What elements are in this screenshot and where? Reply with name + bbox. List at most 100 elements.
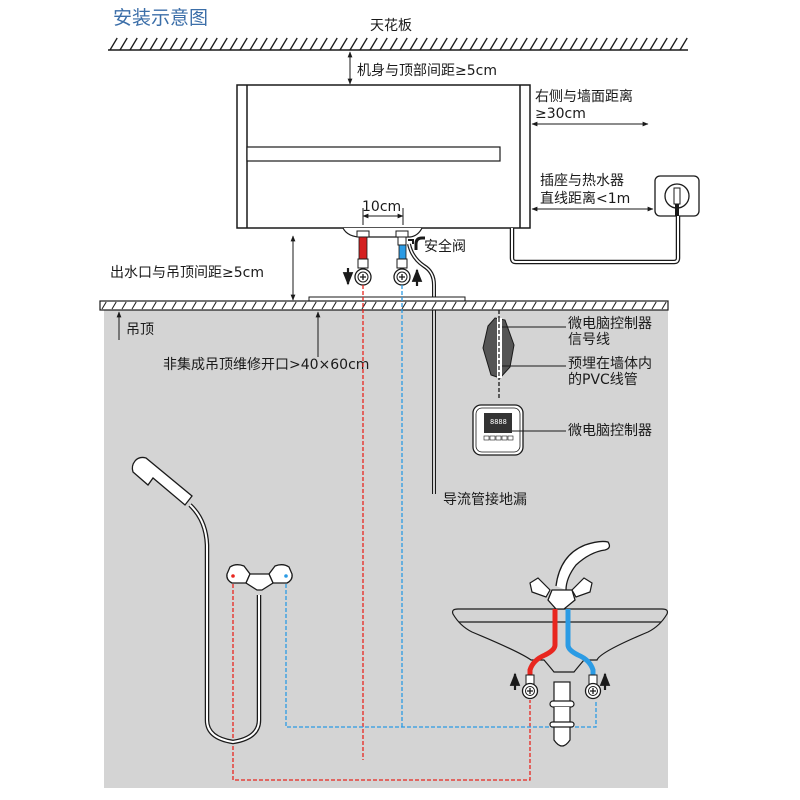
hot-indicator-icon [231, 574, 235, 578]
pvc-conduit [482, 317, 515, 379]
hatch-stroke [439, 37, 448, 51]
hatch-stroke [249, 37, 258, 51]
basin-cold-valve [584, 674, 602, 700]
hatch-stroke [559, 37, 568, 51]
right-clearance-label-2: ≥30cm [535, 106, 586, 122]
hatch-stroke [161, 301, 167, 310]
hatch-stroke [149, 37, 158, 51]
hatch-stroke [609, 37, 618, 51]
hatch-stroke [239, 37, 248, 51]
hatch-stroke [211, 301, 217, 310]
hatch-stroke [579, 37, 588, 51]
hatch-stroke [509, 37, 518, 51]
hatch-stroke [401, 301, 407, 310]
shower-mixer [226, 564, 293, 591]
hatch-stroke [299, 37, 308, 51]
water-heater [236, 84, 531, 238]
hatch-stroke [639, 37, 648, 51]
hatch-stroke [449, 37, 458, 51]
hatch-stroke [129, 37, 138, 51]
hatch-stroke [191, 301, 197, 310]
diagram-title: 安装示意图 [113, 7, 208, 29]
hatch-stroke [629, 37, 638, 51]
ceiling-label: 天花板 [370, 18, 412, 34]
hatch-stroke [261, 301, 267, 310]
wall-area [104, 310, 668, 788]
controller-label: 微电脑控制器 [568, 423, 652, 439]
hatch-stroke [551, 301, 557, 310]
hatch-stroke [619, 37, 628, 51]
hatch-stroke [659, 37, 668, 51]
hatch-stroke [589, 37, 598, 51]
hatch-stroke [501, 301, 507, 310]
hatch-stroke [601, 301, 607, 310]
hatch-stroke [209, 37, 218, 51]
hatch-stroke [481, 301, 487, 310]
hatch-stroke [451, 301, 457, 310]
hatch-stroke [491, 301, 497, 310]
hatch-stroke [229, 37, 238, 51]
power-socket [654, 175, 700, 217]
heater-display-strip [246, 146, 501, 162]
hatch-stroke [441, 301, 447, 310]
hatch-stroke [169, 37, 178, 51]
pvc-conduit-label-1: 预埋在墙体内 [568, 356, 652, 372]
maintenance-opening-label: 非集成吊顶维修开口>40×60cm [163, 356, 369, 373]
drain-trap [549, 681, 575, 747]
safety-valve-handle-icon [414, 236, 425, 250]
socket-distance-label-2: 直线距离<1m [540, 190, 630, 207]
hatch-stroke [469, 37, 478, 51]
hatch-stroke [461, 301, 467, 310]
hatch-stroke [341, 301, 347, 310]
hatch-stroke [411, 301, 417, 310]
hatch-stroke [109, 37, 118, 51]
hatch-stroke [171, 301, 177, 310]
hatch-stroke [221, 301, 227, 310]
hatch-stroke [121, 301, 127, 310]
hatch-stroke [381, 301, 387, 310]
hatch-stroke [641, 301, 647, 310]
hatch-stroke [489, 37, 498, 51]
hatch-stroke [321, 301, 327, 310]
hatch-stroke [291, 301, 297, 310]
hatch-stroke [499, 37, 508, 51]
hatch-stroke [521, 301, 527, 310]
hatch-stroke [119, 37, 128, 51]
heater-bottom-bulge [342, 227, 423, 238]
shower-head [131, 456, 262, 745]
hatch-stroke [399, 37, 408, 51]
smart-controller: 8888 [472, 404, 524, 456]
power-cord [509, 216, 681, 265]
hatch-stroke [289, 37, 298, 51]
hatch-stroke [459, 37, 468, 51]
hatch-stroke [189, 37, 198, 51]
hatch-stroke [279, 37, 288, 51]
hatch-stroke [569, 37, 578, 51]
top-clearance-label: 机身与顶部间距≥5cm [357, 63, 497, 79]
hatch-stroke [259, 37, 268, 51]
hatch-stroke [389, 37, 398, 51]
hatch-stroke [409, 37, 418, 51]
hatch-stroke [421, 301, 427, 310]
hatch-stroke [651, 301, 657, 310]
hatch-stroke [331, 301, 337, 310]
hatch-stroke [281, 301, 287, 310]
hatch-stroke [269, 37, 278, 51]
hatch-stroke [231, 301, 237, 310]
hatch-stroke [139, 37, 148, 51]
hatch-stroke [369, 37, 378, 51]
hatch-stroke [611, 301, 617, 310]
hatch-stroke [679, 37, 688, 51]
hatch-stroke [479, 37, 488, 51]
socket-distance-label-1: 插座与热水器 [540, 173, 624, 189]
hatch-stroke [571, 301, 577, 310]
basin-hot-supply [527, 609, 558, 675]
hatch-stroke [581, 301, 587, 310]
hatch-stroke [111, 301, 117, 310]
hatch-stroke [661, 301, 667, 310]
right-clearance-label-1: 右侧与墙面距离 [535, 88, 633, 105]
hatch-stroke [359, 37, 368, 51]
controller-signal-label-1: 微电脑控制器 [568, 316, 652, 332]
hatch-stroke [631, 301, 637, 310]
hatch-stroke [361, 301, 367, 310]
